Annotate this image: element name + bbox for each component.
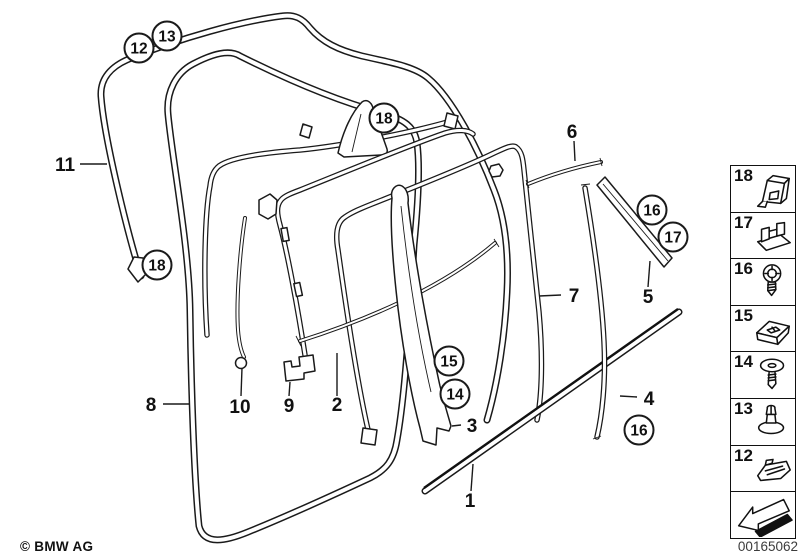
- retaining-clip-icon: [756, 222, 791, 252]
- part-label-11[interactable]: 11: [55, 155, 76, 176]
- part-label-1[interactable]: 1: [465, 491, 476, 512]
- legend-item-label: 18: [734, 166, 753, 185]
- bracket-9-drawing: [283, 354, 316, 382]
- grommet-clip: [488, 163, 504, 178]
- rod-hook: [234, 356, 248, 370]
- rail-clip: [299, 123, 313, 139]
- part-label-5[interactable]: 5: [643, 287, 654, 308]
- legend-item-label: 14: [734, 352, 753, 372]
- svg-text:18: 18: [375, 111, 393, 128]
- phillips-screw-icon: [762, 264, 782, 297]
- part-label-9[interactable]: 9: [284, 396, 295, 417]
- legend-item-14[interactable]: 14: [730, 351, 796, 400]
- svg-text:16: 16: [643, 203, 661, 220]
- legend-item-label: 13: [734, 398, 753, 418]
- washer-head-screw-icon: [759, 358, 785, 390]
- expanding-rivet-icon: [757, 404, 785, 435]
- part-label-4[interactable]: 4: [644, 389, 655, 410]
- strip-5-drawing: [596, 176, 673, 268]
- callout-18-top[interactable]: 18: [368, 102, 400, 134]
- callout-18-left[interactable]: 18: [141, 249, 173, 281]
- part-labels: 11 6 5 7 8 10 9 2 3 4 1: [55, 122, 655, 512]
- slide-nut-icon: [756, 320, 790, 345]
- legend-item-13[interactable]: 13: [730, 397, 796, 446]
- callout-17-pillar[interactable]: 17: [657, 221, 689, 253]
- strip-6-drawing: [525, 157, 603, 189]
- sash-clip-tab: [280, 226, 290, 243]
- legend-item-15[interactable]: 15: [730, 304, 796, 353]
- part-label-2[interactable]: 2: [332, 395, 343, 416]
- seal-11-drawing: [97, 12, 511, 424]
- legend-item-label: 16: [734, 259, 753, 279]
- fastener-legend: 18 17 16: [730, 165, 796, 540]
- callout-16-lower[interactable]: 16: [623, 414, 655, 446]
- part-label-3[interactable]: 3: [467, 416, 478, 437]
- callout-14[interactable]: 14: [439, 378, 471, 410]
- svg-text:17: 17: [664, 230, 681, 247]
- rod-10-drawing: [234, 216, 248, 370]
- part-label-7[interactable]: 7: [569, 286, 580, 307]
- svg-text:15: 15: [440, 354, 458, 371]
- seal-8-drawing: [164, 49, 422, 544]
- legend-item-17[interactable]: 17: [730, 211, 796, 260]
- leader-lines: [80, 140, 651, 492]
- copyright-notice: © BMW AG: [20, 539, 94, 554]
- callout-15[interactable]: 15: [433, 345, 465, 377]
- svg-text:13: 13: [158, 29, 176, 46]
- sheet-metal-clip-icon: [756, 174, 790, 208]
- legend-item-16[interactable]: 16: [730, 258, 796, 307]
- moulding-1-drawing: [421, 308, 683, 495]
- direction-arrow-icon: [737, 498, 793, 538]
- guide-frame-7-drawing: [333, 143, 545, 446]
- legend-item-label: 12: [734, 445, 753, 465]
- part-label-8[interactable]: 8: [146, 395, 157, 416]
- sash-corner-block: [258, 193, 278, 220]
- diagram-part-number: 00165062: [737, 539, 798, 554]
- channel-4-drawing: [580, 183, 608, 440]
- callout-12[interactable]: 12: [123, 32, 155, 64]
- callout-13[interactable]: 13: [151, 20, 183, 52]
- callout-16-pillar[interactable]: 16: [636, 194, 668, 226]
- legend-item-18[interactable]: 18: [730, 165, 796, 213]
- svg-text:14: 14: [446, 387, 464, 404]
- legend-item-12[interactable]: 12: [730, 444, 796, 493]
- legend-item-label: 15: [734, 305, 753, 325]
- sash-clip-tab: [293, 281, 304, 298]
- part-label-6[interactable]: 6: [567, 122, 578, 143]
- svg-text:12: 12: [130, 41, 147, 58]
- svg-text:16: 16: [630, 423, 648, 440]
- rail-end-clip: [443, 112, 459, 130]
- direction-arrow-cell[interactable]: [730, 491, 796, 540]
- legend-item-label: 17: [734, 212, 753, 232]
- sash-frame-drawing: [258, 127, 476, 358]
- svg-text:18: 18: [148, 258, 166, 275]
- spring-clip-icon: [756, 459, 791, 482]
- guide-frame-foot: [360, 427, 378, 446]
- part-label-10[interactable]: 10: [229, 397, 250, 418]
